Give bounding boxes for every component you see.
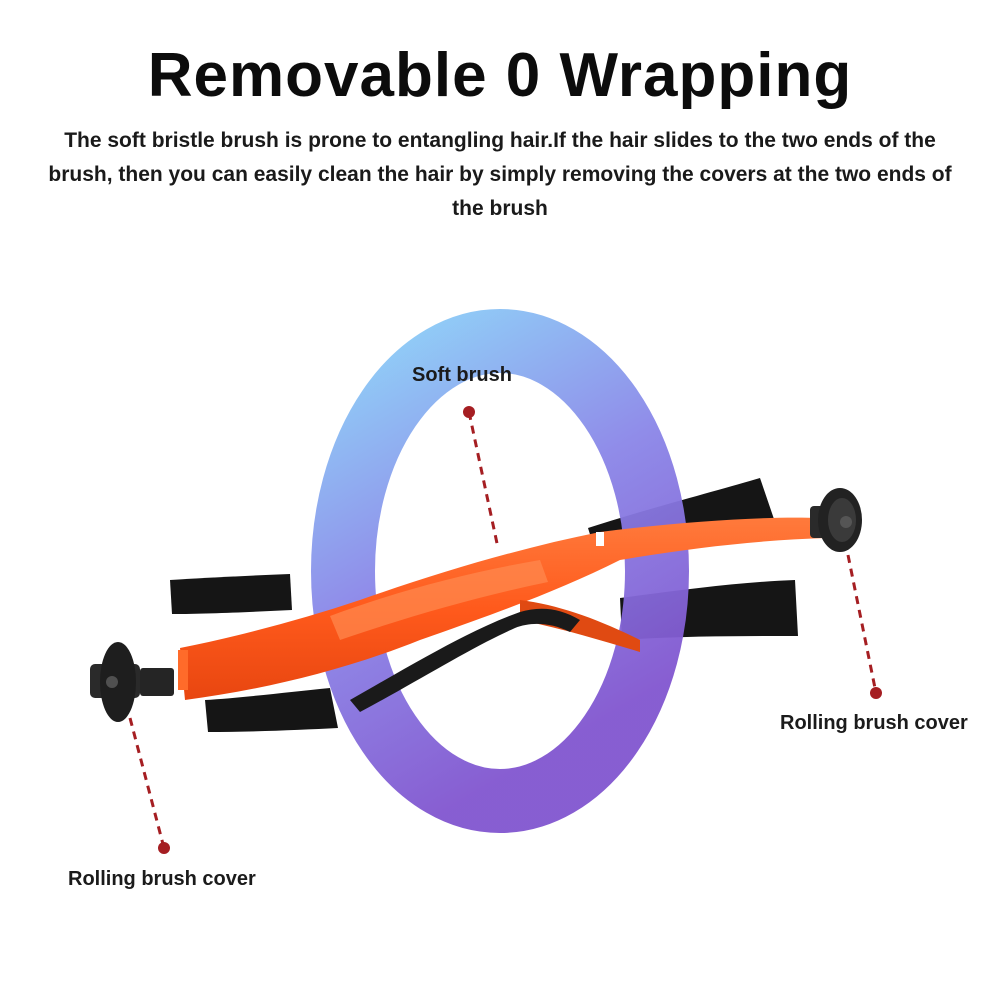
leader-line-cover-right xyxy=(846,554,882,699)
label-rolling-brush-cover-left: Rolling brush cover xyxy=(68,868,256,890)
label-soft-brush: Soft brush xyxy=(412,364,512,386)
label-rolling-brush-cover-right: Rolling brush cover xyxy=(780,712,968,734)
end-cap-right xyxy=(810,488,862,552)
roller-brush-body xyxy=(178,517,826,712)
page-title: Removable 0 Wrapping xyxy=(147,41,853,110)
leader-line-cover-left xyxy=(128,717,170,854)
zero-ring-graphic xyxy=(311,309,689,833)
end-cap-left xyxy=(90,642,174,722)
leader-line-soft-brush xyxy=(463,406,500,549)
description-text: The soft bristle brush is prone to entan… xyxy=(48,129,952,220)
